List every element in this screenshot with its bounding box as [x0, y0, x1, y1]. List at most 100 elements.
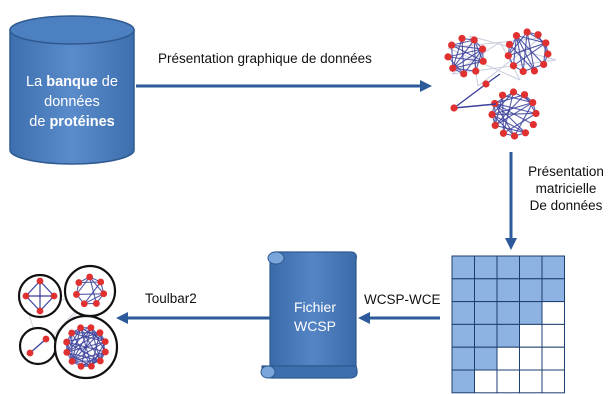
- network-edge: [90, 341, 106, 367]
- network-edge: [503, 113, 537, 134]
- network-node: [544, 50, 552, 58]
- network-node: [512, 32, 521, 40]
- matrix-cell: [496, 323, 520, 348]
- network-edge: [451, 44, 484, 62]
- network-edge: [452, 67, 476, 72]
- network-edge: [513, 42, 547, 67]
- network-edge: [83, 281, 102, 305]
- network-edge: [71, 341, 106, 362]
- network-node: [36, 307, 44, 315]
- network-node: [470, 36, 478, 44]
- network-node: [77, 362, 85, 370]
- network-node: [101, 338, 109, 345]
- network-node: [510, 132, 519, 140]
- network-edge: [71, 332, 106, 343]
- arrow-wcsp-wce: [358, 312, 440, 324]
- matrix-cell: [496, 278, 520, 303]
- matrix-cell: [541, 255, 565, 280]
- network-node: [460, 70, 468, 78]
- database-label: La banque de données de protéines: [26, 74, 118, 130]
- matrix-cell: [474, 255, 498, 280]
- network-node: [448, 41, 456, 49]
- network-node: [26, 349, 34, 357]
- network-edge: [447, 56, 484, 62]
- network-node: [450, 104, 458, 112]
- network-node: [444, 53, 452, 61]
- network-edge: [453, 103, 497, 109]
- network-edge: [463, 48, 484, 75]
- network-edge: [29, 338, 47, 354]
- network-edge: [512, 35, 518, 66]
- database-cylinder-icon: [9, 15, 135, 165]
- network-edge: [451, 45, 454, 69]
- network-node: [50, 292, 58, 300]
- matrix-cell: [496, 301, 520, 325]
- network-edge: [494, 95, 504, 126]
- network-node: [504, 52, 512, 60]
- network-node: [458, 34, 466, 43]
- matrix-cell: [451, 255, 475, 280]
- network-node: [75, 279, 83, 286]
- network-node: [509, 88, 518, 96]
- network-node: [499, 129, 508, 137]
- matrix-cell: [519, 346, 543, 371]
- network-edge: [75, 276, 91, 295]
- network-node: [97, 278, 105, 286]
- matrix-cell: [474, 301, 498, 325]
- network-edge: [491, 102, 533, 116]
- network-node: [540, 60, 548, 69]
- graph-presentation-label: Présentation graphique de données: [158, 51, 372, 66]
- network-edge: [514, 102, 534, 137]
- matrix-cell: [519, 369, 543, 394]
- matrix-cell: [519, 255, 543, 280]
- network-edge: [452, 39, 475, 69]
- arrow-matrix-presentation: [505, 152, 517, 250]
- network-edge: [39, 280, 55, 297]
- network-edge: [491, 91, 514, 115]
- network-node: [36, 277, 44, 285]
- network-node: [529, 98, 537, 107]
- network-edge: [453, 83, 487, 109]
- matrix-cell: [474, 278, 498, 303]
- matrix-cell: [496, 346, 520, 371]
- data-matrix-grid-icon: [451, 255, 565, 394]
- network-node: [101, 348, 109, 356]
- matrix-cell: [474, 346, 498, 371]
- matrix-presentation-label: Présentation matricielle De données: [528, 164, 604, 213]
- arrow-toolbar2: [116, 312, 270, 324]
- matrix-cell: [474, 369, 498, 394]
- matrix-cell: [541, 301, 565, 325]
- network-node: [488, 110, 496, 119]
- network-edge: [515, 35, 524, 72]
- network-node: [532, 109, 540, 118]
- network-node: [88, 362, 95, 370]
- network-node: [77, 324, 84, 332]
- matrix-cell: [451, 369, 475, 394]
- network-node: [86, 273, 94, 281]
- network-node: [73, 291, 80, 298]
- toolbar2-label: Toulbar2: [145, 291, 197, 306]
- matrix-cell: [541, 278, 565, 303]
- network-node: [63, 338, 71, 346]
- matrix-cell: [496, 369, 520, 394]
- network-edge: [475, 48, 484, 72]
- network-edge: [491, 112, 537, 116]
- matrix-cell: [519, 301, 543, 325]
- cluster-circle: [63, 264, 117, 318]
- network-edge: [494, 102, 537, 115]
- matrix-cell: [474, 323, 498, 348]
- network-node: [87, 324, 95, 332]
- network-edge: [447, 48, 483, 58]
- network-node: [472, 67, 480, 75]
- matrix-cell: [541, 323, 565, 348]
- network-node: [63, 349, 71, 356]
- network-edge: [25, 280, 41, 297]
- wcsp-file-scroll-icon: [260, 251, 358, 379]
- network-node: [519, 67, 527, 76]
- network-node: [96, 329, 104, 337]
- network-edge: [473, 39, 477, 72]
- network-edge: [25, 295, 41, 312]
- network-edge: [494, 94, 525, 104]
- network-edge: [39, 295, 55, 312]
